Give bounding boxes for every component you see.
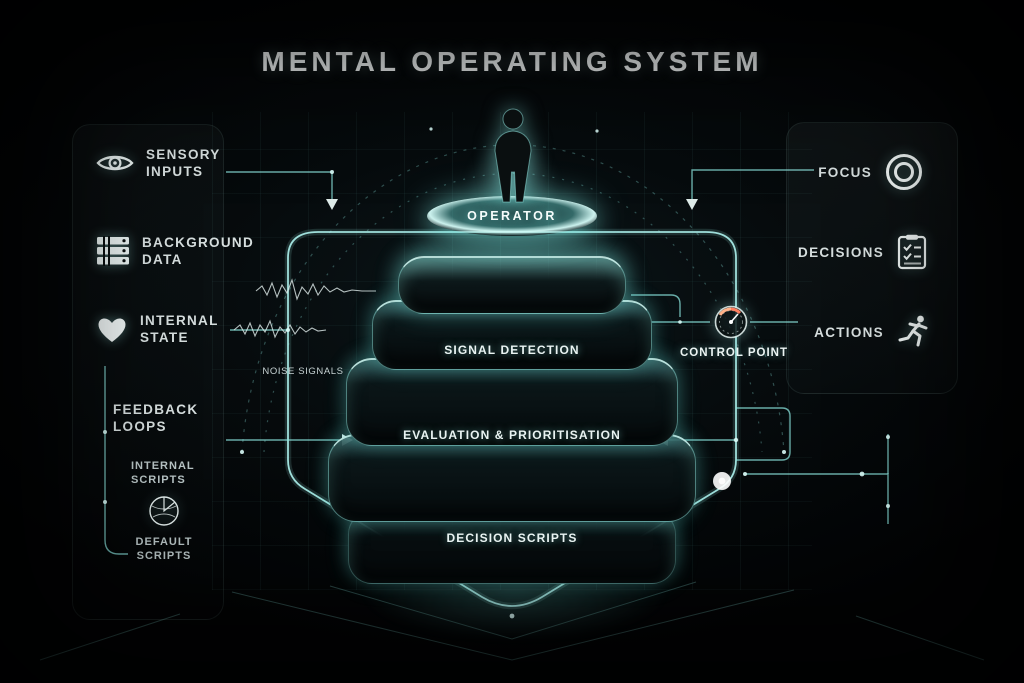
left-item-internal-state: INTERNAL STATE	[96, 312, 219, 346]
background-data-label: BACKGROUND DATA	[142, 234, 254, 268]
left-item-sensory-inputs: SENSORY INPUTS	[96, 146, 221, 180]
default-scripts-label: DEFAULT SCRIPTS	[136, 535, 193, 563]
right-panel	[786, 122, 958, 394]
checklist-icon	[896, 234, 928, 270]
left-item-internal-scripts: INTERNAL SCRIPTS	[131, 459, 195, 487]
feedback-loops-label: FEEDBACK LOOPS	[113, 401, 198, 435]
left-item-default-scripts: DEFAULT SCRIPTS	[128, 494, 200, 563]
label-line: FEEDBACK	[113, 402, 199, 417]
sensory-inputs-label: SENSORY INPUTS	[146, 146, 221, 180]
noise-waveforms	[233, 278, 376, 339]
right-item-focus: FOCUS	[792, 152, 924, 192]
page-title: MENTAL OPERATING SYSTEM	[261, 46, 763, 77]
decision-scripts-label: DECISION SCRIPTS	[446, 531, 578, 545]
stack-top-cap	[398, 256, 626, 314]
label-line: SENSORY	[146, 147, 221, 162]
floor-lines	[39, 581, 985, 661]
operator-label: OPERATOR	[467, 209, 557, 223]
label-line: INTERNAL	[131, 460, 195, 472]
control-point-label: CONTROL POINT	[680, 347, 788, 359]
right-item-actions: ACTIONS	[794, 314, 932, 350]
internal-state-label: INTERNAL STATE	[140, 312, 219, 346]
label-line: BACKGROUND	[142, 235, 254, 250]
glow-dots	[103, 127, 890, 619]
right-item-decisions: DECISIONS	[788, 234, 928, 270]
eye-icon	[96, 151, 134, 175]
heart-icon	[96, 315, 128, 344]
dial-icon	[147, 494, 181, 528]
label-line: LOOPS	[113, 419, 167, 434]
evaluation-prioritisation-label: EVALUATION & PRIORITISATION	[403, 428, 621, 442]
database-icon	[96, 236, 130, 266]
target-icon	[884, 152, 924, 192]
gauge-icon	[712, 303, 750, 346]
runner-icon	[896, 314, 932, 350]
actions-label: ACTIONS	[814, 324, 884, 340]
decisions-label: DECISIONS	[798, 244, 884, 260]
internal-scripts-label: INTERNAL SCRIPTS	[131, 459, 195, 487]
label-line: DATA	[142, 252, 183, 267]
stack-layer-signal	[346, 358, 678, 446]
shield-outline	[287, 231, 737, 607]
stack-base-layer	[348, 510, 676, 584]
operator-platform	[427, 196, 597, 236]
label-line: INPUTS	[146, 164, 204, 179]
left-panel	[72, 124, 224, 620]
focus-label: FOCUS	[818, 164, 872, 180]
stack-layer-evaluation	[328, 434, 696, 522]
label-line: INTERNAL	[140, 313, 219, 328]
label-line: SCRIPTS	[136, 550, 192, 562]
noise-signals-label: NOISE SIGNALS	[262, 366, 344, 377]
label-line: STATE	[140, 330, 189, 345]
left-item-background-data: BACKGROUND DATA	[96, 234, 254, 268]
person-silhouette-icon	[484, 108, 542, 209]
left-item-feedback-loops: FEEDBACK LOOPS	[113, 401, 198, 435]
bright-node-dot	[713, 472, 731, 490]
label-line: DEFAULT	[135, 536, 193, 548]
signal-detection-label: SIGNAL DETECTION	[444, 343, 580, 357]
label-line: SCRIPTS	[131, 474, 186, 486]
